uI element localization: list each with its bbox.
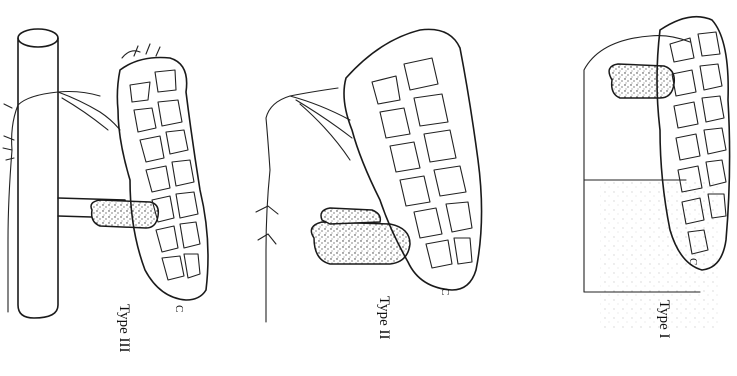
type-ii-figure: C Type II <box>256 29 482 339</box>
type-ii-c-marker: C <box>439 288 451 295</box>
type-ii-nerve-fiber <box>256 88 352 322</box>
type-i-label: Type I <box>656 300 672 339</box>
type-ii-stippled-fiber-lower <box>311 222 410 264</box>
type-iii-label: Type III <box>116 304 132 353</box>
type-iii-figure: C Type III <box>3 29 208 353</box>
type-iii-stippled-fiber <box>91 200 158 228</box>
type-ii-label: Type II <box>376 296 392 340</box>
type-iii-capillary-network <box>117 44 208 300</box>
type-ii-stippled-fiber-upper <box>321 208 380 224</box>
type-iii-large-vessel <box>18 29 125 318</box>
type-i-stippled-fiber <box>609 64 674 98</box>
type-i-c-marker: C <box>687 258 699 265</box>
type-i-figure: C Type I <box>584 17 730 339</box>
type-iii-c-marker: C <box>173 305 185 312</box>
